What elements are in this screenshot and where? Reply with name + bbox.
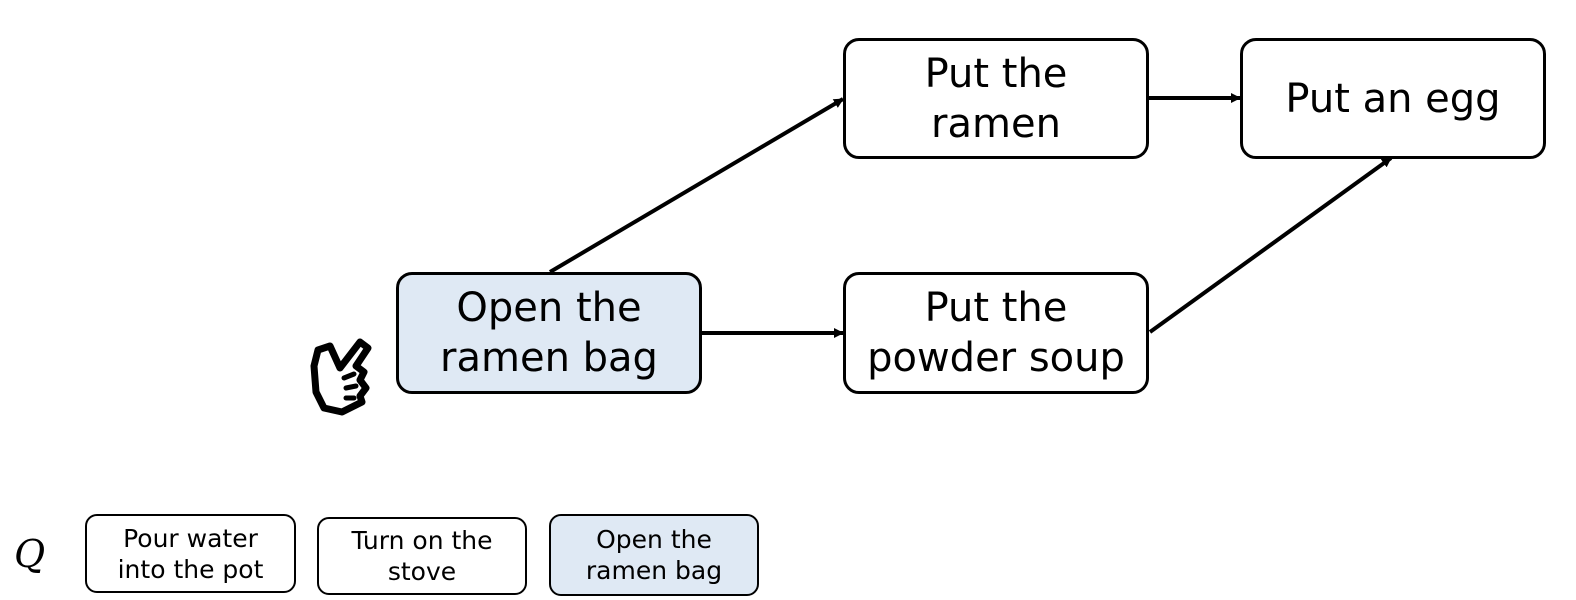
queue-item: Turn on the stove [317,517,527,595]
node-open-ramen-bag: Open the ramen bag [396,272,702,394]
pointing-hand-icon [310,338,372,416]
queue-item-current: Open the ramen bag [549,514,759,596]
queue-label: Q [14,532,46,576]
queue-item: Pour water into the pot [85,514,296,593]
edge-put-powder-to-put-egg [1148,156,1393,334]
node-put-ramen: Put the ramen [843,38,1149,159]
edge-open-bag-to-put-ramen [548,97,845,274]
node-put-powder-soup: Put the powder soup [843,272,1149,394]
node-put-egg: Put an egg [1240,38,1546,159]
